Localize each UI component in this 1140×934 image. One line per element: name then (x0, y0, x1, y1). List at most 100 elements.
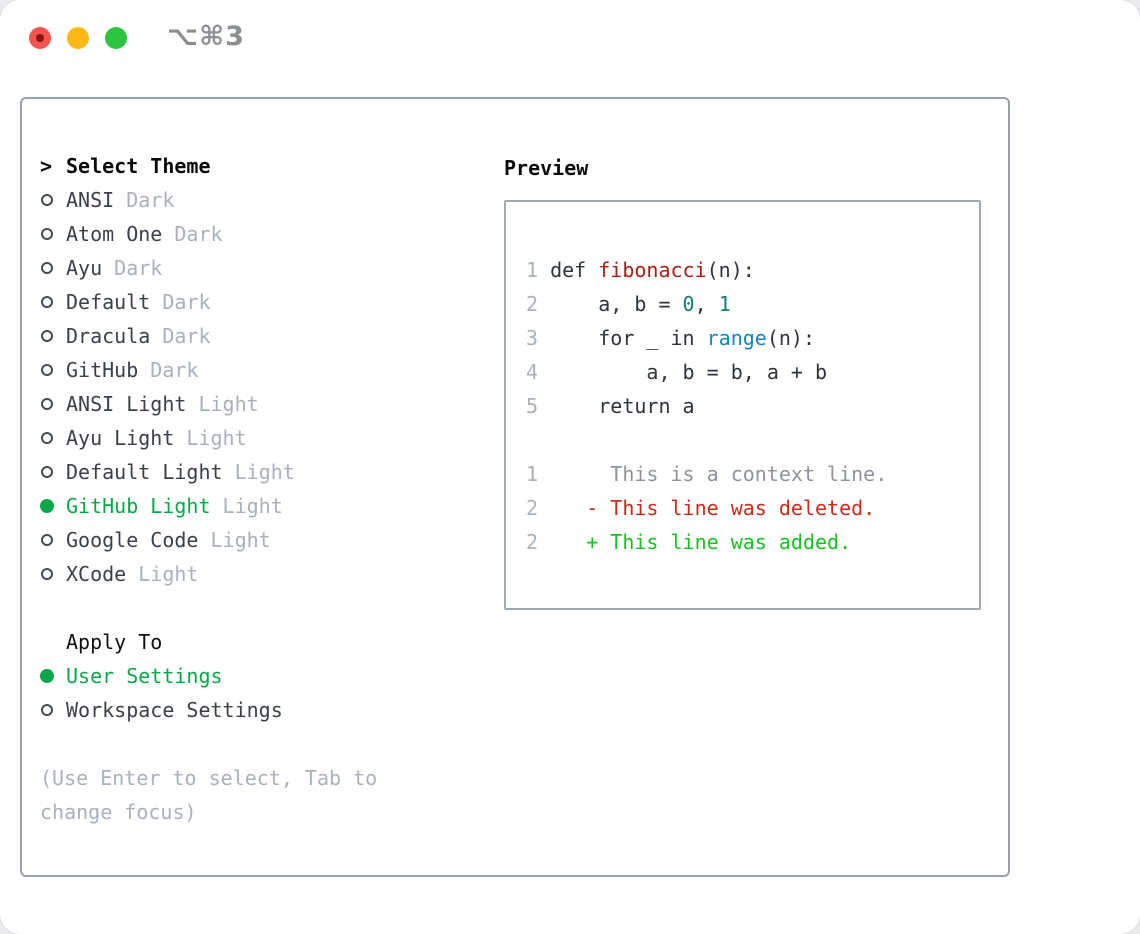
title-bar: ⌥⌘3 (0, 0, 1140, 97)
token-deleted: - This line was deleted. (538, 496, 876, 520)
radio-icon (40, 364, 66, 376)
zoom-traffic-light-icon[interactable] (105, 27, 127, 49)
window-shortcut-label: ⌥⌘3 (167, 21, 245, 52)
radio-circle (41, 534, 53, 546)
token-code: , (694, 292, 719, 316)
radio-icon (40, 704, 66, 716)
token-code: for _ in (538, 326, 707, 350)
token-lineno: 4 (526, 360, 539, 384)
theme-name: Dracula (66, 324, 151, 348)
token-code: (n): (706, 258, 755, 282)
code-line: 3 for _ in range(n): (526, 321, 979, 355)
radio-icon (40, 432, 66, 444)
code-line: 1 def fibonacci(n): (526, 253, 979, 287)
radio-circle (41, 568, 53, 580)
theme-option-label: Google Code Light (66, 528, 271, 552)
theme-option-label: Ayu Light Light (66, 426, 247, 450)
theme-option-ayu[interactable]: Ayu Dark (40, 251, 460, 285)
radio-icon (40, 262, 66, 274)
close-traffic-light-icon[interactable] (29, 27, 51, 49)
select-theme-header: Select Theme (66, 154, 211, 178)
apply-to-name: User Settings (66, 664, 223, 688)
theme-variant-tag: Dark (126, 188, 175, 212)
theme-name: ANSI (66, 188, 115, 212)
theme-variant-tag: Light (198, 392, 259, 416)
theme-variant-tag: Dark (162, 290, 211, 314)
radio-icon (40, 398, 66, 410)
token-lineno: 2 (526, 292, 539, 316)
theme-variant-tag: Dark (174, 222, 223, 246)
theme-option-default-light[interactable]: Default Light Light (40, 455, 460, 489)
radio-circle (40, 669, 54, 683)
theme-option-google-code[interactable]: Google Code Light (40, 523, 460, 557)
preview-title: Preview (504, 156, 589, 180)
radio-circle (41, 364, 53, 376)
theme-name: Default (66, 290, 151, 314)
theme-option-label: ANSI Light Light (66, 392, 259, 416)
theme-option-atom-one[interactable]: Atom One Dark (40, 217, 460, 251)
radio-circle (41, 704, 53, 716)
radio-circle (41, 432, 53, 444)
radio-icon (40, 466, 66, 478)
code-line: 1 This is a context line. (526, 457, 979, 491)
radio-circle (41, 194, 53, 206)
radio-icon (40, 534, 66, 546)
theme-option-label: ANSI Dark (66, 188, 174, 212)
token-lineno: 1 (526, 258, 539, 282)
theme-option-label: Dracula Dark (66, 324, 211, 348)
radio-icon (40, 194, 66, 206)
radio-circle (41, 296, 53, 308)
theme-variant-tag: Light (210, 528, 271, 552)
theme-option-label: Ayu Dark (66, 256, 162, 280)
radio-circle (41, 262, 53, 274)
radio-circle (41, 466, 53, 478)
theme-option-label: GitHub Dark (66, 358, 198, 382)
theme-option-label: XCode Light (66, 562, 198, 586)
radio-icon (40, 296, 66, 308)
close-dot-icon (36, 34, 44, 42)
theme-option-default[interactable]: Default Dark (40, 285, 460, 319)
theme-option-github-light[interactable]: GitHub Light Light (40, 489, 460, 523)
token-code (538, 258, 550, 282)
theme-variant-tag: Light (138, 562, 199, 586)
code-line: 2 a, b = 0, 1 (526, 287, 979, 321)
theme-option-ansi[interactable]: ANSI Dark (40, 183, 460, 217)
token-added: + This line was added. (538, 530, 852, 554)
theme-option-label: GitHub Light Light (66, 494, 283, 518)
theme-option-label: Default Light Light (66, 460, 295, 484)
token-context: This is a context line. (538, 462, 888, 486)
spacer (40, 591, 460, 625)
code-line: 2 + This line was added. (526, 525, 979, 559)
theme-variant-tag: Light (222, 494, 283, 518)
token-lineno: 5 (526, 394, 539, 418)
code-line: 5 return a (526, 389, 979, 423)
theme-option-xcode[interactable]: XCode Light (40, 557, 460, 591)
theme-option-ayu-light[interactable]: Ayu Light Light (40, 421, 460, 455)
radio-icon (40, 568, 66, 580)
radio-icon (40, 330, 66, 342)
code-line: 2 - This line was deleted. (526, 491, 979, 525)
token-builtin: range (706, 326, 767, 350)
select-theme-header-row: > Select Theme (40, 149, 460, 183)
theme-name: Default Light (66, 460, 223, 484)
token-code: def (550, 258, 599, 282)
theme-option-dracula[interactable]: Dracula Dark (40, 319, 460, 353)
apply-to-option-user-settings[interactable]: User Settings (40, 659, 460, 693)
theme-name: XCode (66, 562, 127, 586)
theme-name: Ayu (66, 256, 103, 280)
theme-option-ansi-light[interactable]: ANSI Light Light (40, 387, 460, 421)
minimize-traffic-light-icon[interactable] (67, 27, 89, 49)
apply-to-header-row: Apply To (40, 625, 460, 659)
apply-to-option-label: User Settings (66, 664, 223, 688)
theme-option-github[interactable]: GitHub Dark (40, 353, 460, 387)
token-code: return a (538, 394, 695, 418)
apply-to-option-workspace-settings[interactable]: Workspace Settings (40, 693, 460, 727)
token-lineno: 2 (526, 496, 539, 520)
theme-variant-tag: Dark (162, 324, 211, 348)
token-code: a, b = (538, 292, 683, 316)
spacer (40, 727, 460, 761)
